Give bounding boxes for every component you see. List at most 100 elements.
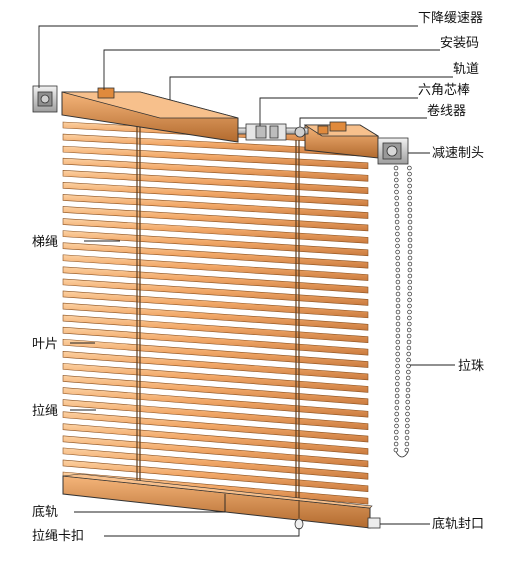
slat [62,242,369,269]
leader-head-rail [169,76,453,100]
bead [407,249,413,255]
bead [395,351,400,357]
bead [394,195,399,201]
bead [407,183,412,189]
label-bottom-rail-end-cap: 底轨封口 [432,516,484,532]
slat [62,363,369,393]
mounting-bracket-left [97,87,115,99]
bead [395,297,401,303]
bead [407,213,413,219]
bead [395,381,400,387]
leader-hex-rod [259,97,418,126]
bead [407,219,413,225]
bead [394,177,399,183]
bead [407,177,412,183]
cord-stopper [294,500,304,530]
mounting-brackets [97,87,347,135]
bead [407,321,412,327]
bead [394,423,399,429]
bead [395,309,401,315]
bead [407,267,413,273]
bead [405,399,410,405]
bead [407,261,413,267]
bead [405,375,411,381]
label-head-rail: 轨道 [453,62,479,77]
slat [62,194,369,219]
bead [394,429,399,435]
bead [393,447,399,453]
bead [395,225,400,231]
bead [407,279,413,285]
bead [406,363,411,369]
descent-damper [32,85,58,113]
bead [407,315,412,321]
bead [395,249,400,255]
bead [395,333,401,339]
bead [406,357,411,363]
hex-rod-mechanism [237,123,309,141]
bead [393,441,399,447]
slat [62,350,369,381]
bead [394,201,400,207]
leader-cord-stopper [104,528,300,537]
bead [407,165,412,171]
mounting-bracket-right [329,121,347,132]
bead [394,213,400,219]
slat [62,314,369,344]
bead [395,375,400,381]
slat [62,399,369,430]
label-lift-cord: 拉绳 [32,404,58,419]
bead [405,423,410,429]
bead [405,405,410,411]
bead [407,273,413,279]
slat [62,375,369,406]
slat [62,447,369,480]
bead [407,255,413,261]
bead [407,237,413,243]
bead [407,171,412,177]
bead [406,333,412,339]
bead [407,195,413,201]
slat [62,326,369,356]
leader-lines [38,25,455,537]
bead [405,417,410,423]
bead [407,231,413,237]
slat [62,230,369,257]
bead-chain [393,165,413,458]
label-bottom-rail: 底轨 [32,504,58,520]
bead [395,345,401,351]
label-bead-chain: 拉珠 [458,359,484,374]
bead [394,387,400,393]
bead [394,417,399,423]
bead [395,363,400,369]
bead [395,315,401,321]
bead [394,207,400,213]
label-descent-damper: 下降缓速器 [418,11,483,26]
head-rail [61,91,380,159]
bead [394,405,400,411]
bead [405,381,411,387]
bead [395,255,400,261]
bead [407,297,412,303]
slat [62,145,369,170]
slat [62,338,369,368]
bead [394,399,400,405]
bead [395,267,401,273]
slat [62,254,369,281]
label-hex-rod: 六角芯棒 [418,83,470,98]
bead [395,273,401,279]
bead [395,339,401,345]
slat [62,290,369,319]
leader-mounting-bracket [103,49,440,90]
bead [407,291,412,297]
leader-bottom-rail [74,494,226,513]
bead [395,261,401,267]
label-cord-spool: 卷线器 [427,103,466,119]
slat [62,169,369,194]
slat [62,423,369,455]
bead [406,327,412,333]
label-mounting-bracket: 安装码 [440,36,479,51]
bead [404,441,410,447]
bead [407,225,413,231]
